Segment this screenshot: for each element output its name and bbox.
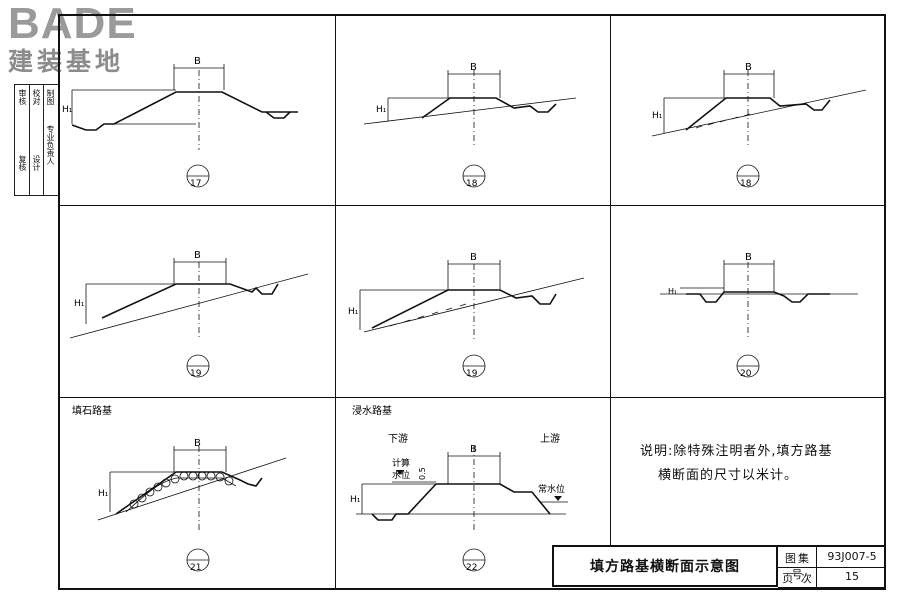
height-label: H₁ (668, 287, 677, 296)
height-label: H₁ (74, 299, 85, 309)
title-block-column: 校对 设计 (29, 85, 44, 195)
benching-steps (695, 113, 751, 129)
grid-line (610, 14, 611, 545)
title-block-column: 审核 复核 (15, 85, 30, 195)
height-label: H₁ (652, 111, 663, 121)
width-label: B (194, 250, 201, 261)
figure-number: 19 (190, 369, 202, 379)
grid-line (58, 205, 886, 206)
logo-brand-text: BADE (8, 0, 137, 48)
width-label: B (745, 62, 752, 73)
height-label: H₁ (62, 105, 73, 115)
width-label: B (194, 56, 201, 67)
note-line-1: 说明:除特殊注明者外,填方路基 (640, 444, 833, 459)
embankment-profile (421, 97, 557, 119)
panel-heading: 浸水路基 (352, 404, 392, 417)
side-label-lead: 专业负责人 (46, 125, 55, 165)
ground-line (97, 457, 287, 521)
figure-number: 17 (190, 179, 201, 189)
upstream-label: 上游 (540, 432, 560, 445)
height-label: H₁ (98, 489, 109, 499)
figure-number: 19 (466, 369, 478, 379)
ground-line (651, 89, 867, 137)
side-label-review: 审核 (18, 89, 27, 105)
calc-water-label-2: 水位 (392, 469, 410, 481)
grid-line (58, 397, 886, 398)
calc-water-label-1: 计算 (392, 457, 410, 469)
figure-number: 21 (190, 563, 201, 573)
logo-subtitle: 建装基地 (8, 47, 125, 76)
figure-number: 18 (740, 179, 752, 189)
panel-6-section: B H₁ 20 (660, 252, 858, 379)
cell-divider (816, 567, 817, 587)
height-label: H₁ (348, 307, 359, 317)
width-label: B (745, 252, 752, 263)
ground-line (363, 97, 577, 125)
atlas-number-value: 93J007-5 (827, 550, 877, 563)
width-label: B (470, 252, 477, 263)
explanatory-note: 说明:除特殊注明者外,填方路基 横断面的尺寸以米计。 (640, 440, 870, 488)
height-label: H₁ (376, 105, 387, 115)
ground-line (69, 273, 309, 339)
embankment-profile (685, 97, 831, 131)
width-label: B (194, 438, 201, 449)
page-number-row: 页 次 15 (778, 567, 886, 588)
drawing-meta-table: 图集号 93J007-5 页 次 15 (778, 545, 886, 588)
note-line-2: 横断面的尺寸以米计。 (658, 468, 799, 483)
panel-4-section: B H₁ 19 (69, 250, 309, 379)
side-label-design: 设计 (32, 155, 41, 171)
panel-heading: 填石路基 (72, 404, 112, 417)
panel-3-section: B H₁ 18 (651, 62, 867, 189)
height-label: H₁ (350, 495, 361, 505)
figure-number: 18 (466, 179, 478, 189)
panel-1-section: B H₁ 17 (62, 56, 298, 189)
brand-logo: BADE 建装基地 (6, 2, 156, 80)
embankment-profile (101, 283, 279, 319)
panel-2-section: B H₁ 18 (363, 62, 577, 189)
water-level-marker (396, 470, 404, 475)
figure-number: 22 (466, 563, 477, 573)
side-label-check: 校对 (32, 89, 41, 105)
normal-water-label: 常水位 (538, 483, 565, 495)
figure-number: 20 (740, 369, 752, 379)
drawing-title: 填方路基横断面示意图 (552, 545, 778, 587)
width-label: B (470, 444, 477, 455)
drawing-frame (58, 14, 886, 590)
side-label-recheck: 复核 (18, 155, 27, 171)
page-number-label: 页 次 (782, 572, 814, 585)
grid-line (335, 14, 336, 590)
downstream-label: 下游 (388, 432, 408, 445)
atlas-number-label: 图集号 (785, 552, 811, 581)
embankment-profile (371, 483, 551, 521)
embankment-profile (686, 291, 830, 303)
side-label-drawing: 制图 (46, 89, 55, 105)
page-number-value: 15 (845, 570, 859, 583)
rock-layer (125, 477, 237, 513)
panel-7-section: 填石路基 B H₁ 21 (72, 404, 287, 573)
panel-8-section: 浸水路基 下游 上游 计算 水位 0.5 常水位 B H₁ 22 (350, 404, 568, 573)
water-level-marker (554, 496, 562, 501)
rock-stones (129, 471, 234, 509)
embankment-profile (371, 289, 557, 329)
benching-steps (389, 303, 467, 327)
freeboard-label: 0.5 (418, 467, 427, 480)
title-block-column: 制图 专业负责人 (43, 85, 57, 195)
side-ditch (265, 111, 291, 119)
cell-divider (816, 547, 817, 567)
atlas-number-row: 图集号 93J007-5 (778, 547, 886, 581)
panel-5-section: B H₁ 19 (348, 252, 585, 379)
width-label: B (470, 62, 477, 73)
